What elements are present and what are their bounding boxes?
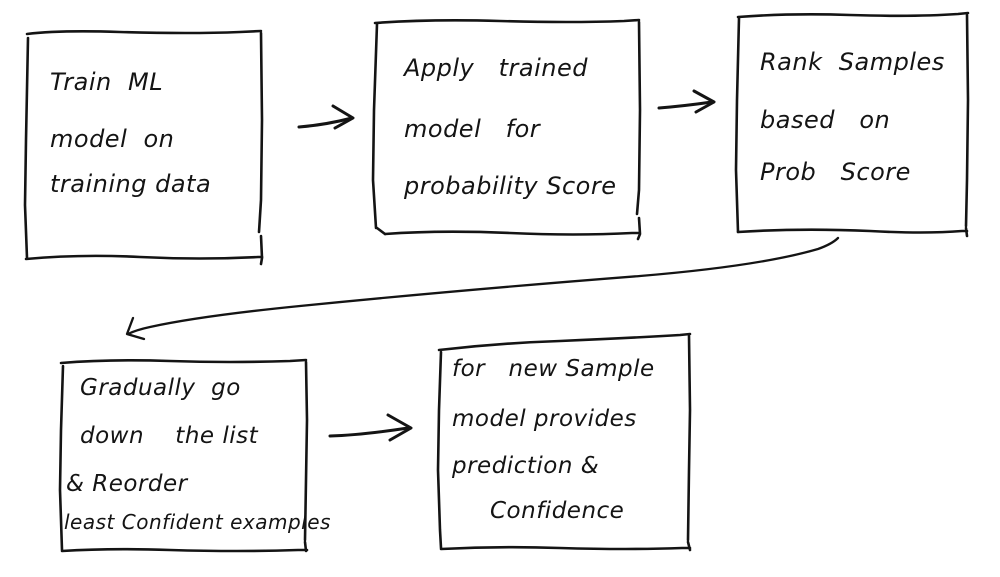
box-rank-samples-outline bbox=[734, 11, 970, 238]
box-apply-model-outline bbox=[371, 18, 642, 241]
box-reorder-list-outline bbox=[58, 358, 309, 553]
arrow-rank-to-reorder bbox=[125, 236, 840, 341]
arrow-apply-to-rank bbox=[657, 89, 716, 114]
box-new-sample-outline bbox=[436, 332, 692, 552]
box-train-model-outline bbox=[23, 29, 264, 266]
arrow-train-to-apply bbox=[297, 104, 355, 130]
arrow-reorder-to-newsample bbox=[328, 413, 413, 442]
